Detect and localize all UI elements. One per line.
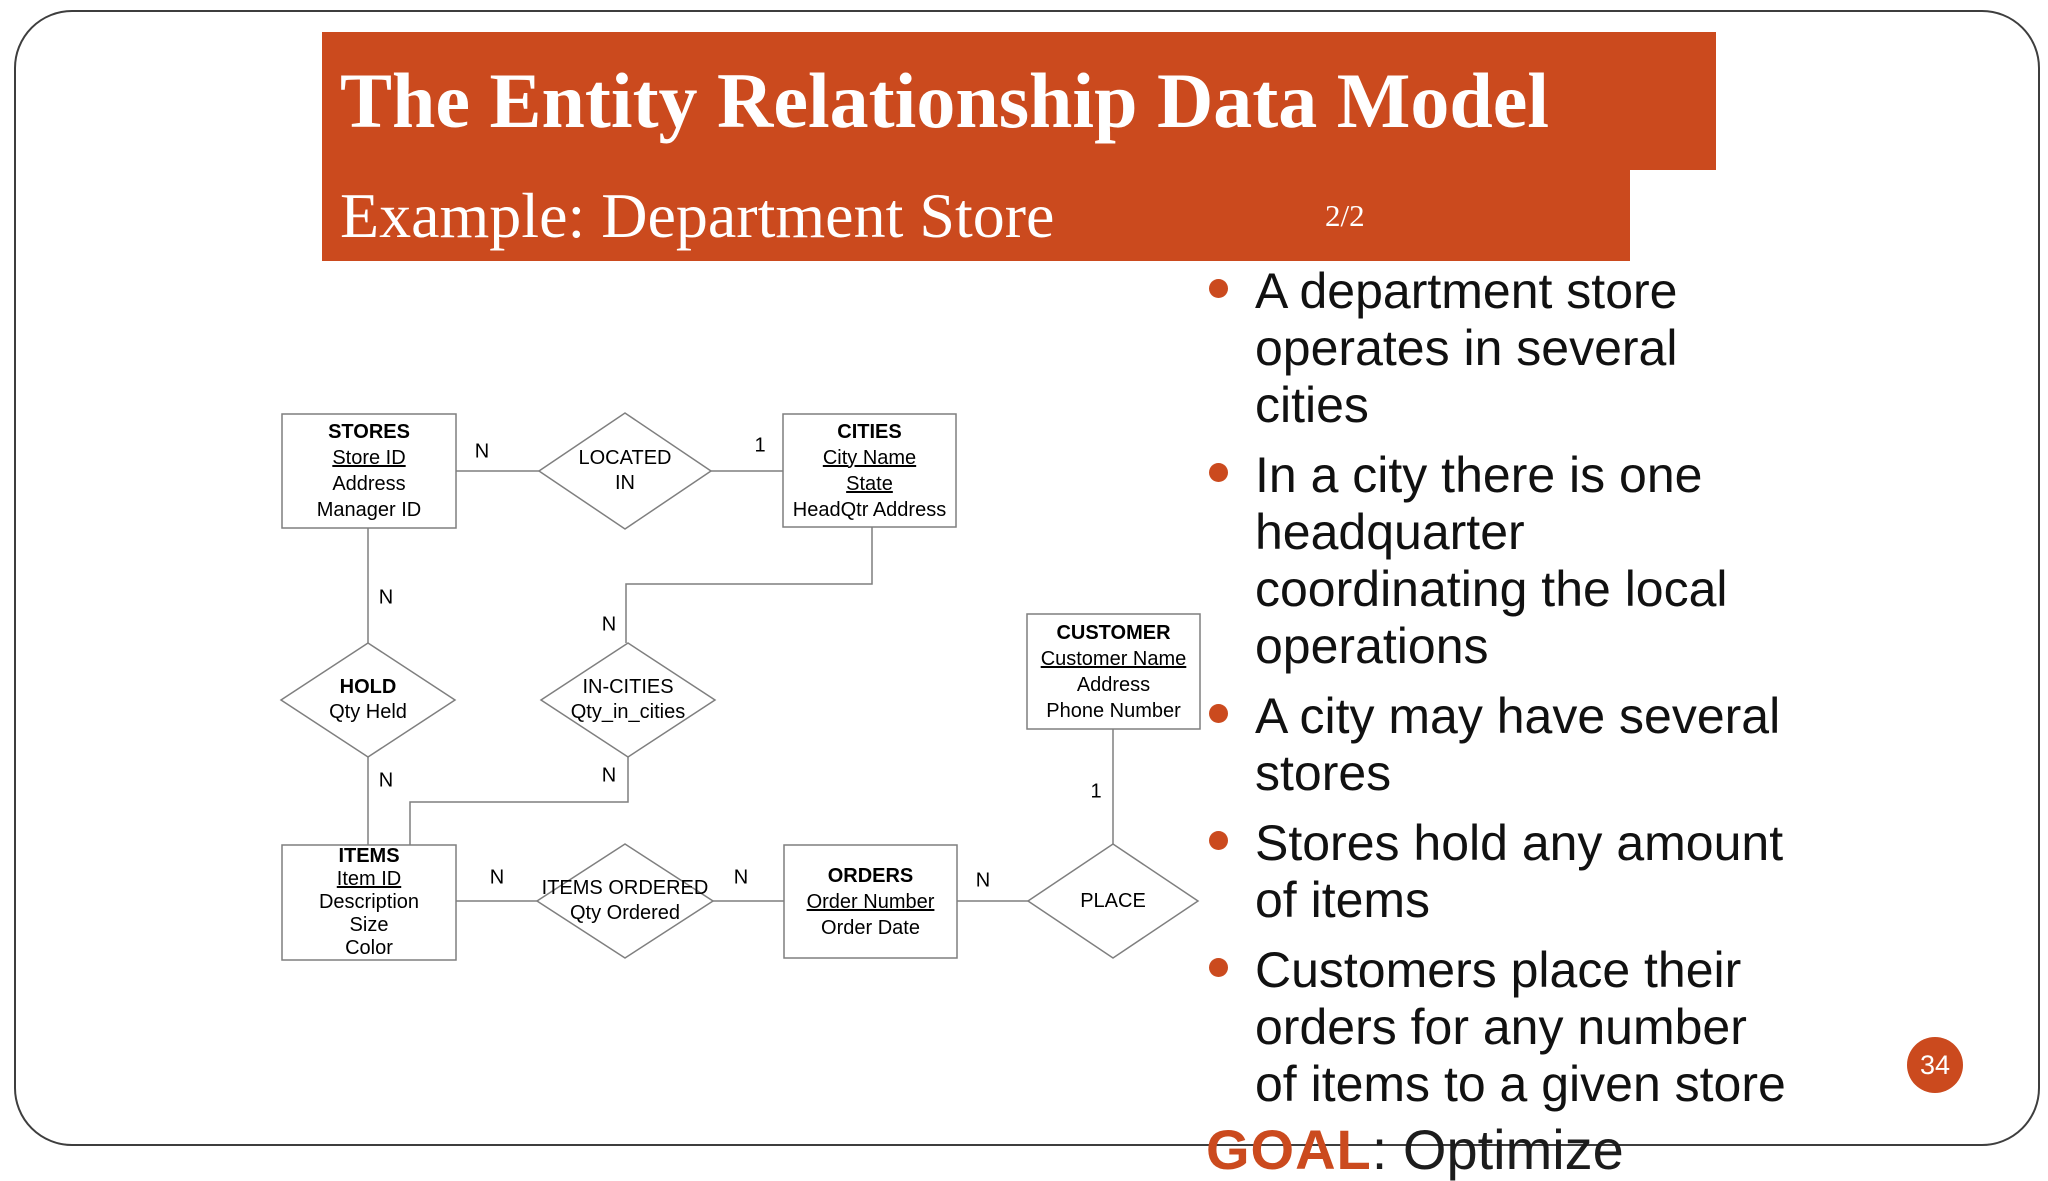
entity-box-customer [1026, 613, 1201, 730]
slide-subtitle: Example: Department Store [340, 179, 1055, 251]
cardinality-label: 1 [754, 434, 766, 457]
goal-label: GOAL [1206, 1118, 1372, 1181]
bullet-text: In a city there is one headquarter coord… [1255, 447, 1728, 674]
entity-title: ITEMS [338, 845, 400, 867]
entity-attribute: Phone Number [1046, 699, 1181, 722]
bullet-text: A department store operates in several c… [1255, 263, 1678, 433]
bullet-dot-icon [1209, 463, 1228, 482]
bullet-item: A city may have several stores [1209, 688, 1849, 802]
entity-attribute: State [846, 472, 893, 495]
relationship-located-in: LOCATED IN [525, 431, 725, 511]
entity-attribute: City Name [822, 446, 917, 469]
entity-attribute: Size [349, 914, 389, 936]
entity-attribute: Address [1076, 673, 1151, 696]
cardinality-label: N [975, 869, 991, 892]
relationship-diamond-located-in [537, 412, 713, 530]
relationship-hold: HOLD Qty Held [268, 660, 468, 740]
relationship-place: PLACE [1013, 861, 1213, 941]
connector-incities-items [409, 757, 629, 845]
relationship-name: IN [615, 472, 635, 494]
cardinality-label: N [489, 866, 505, 889]
entity-attribute: Description [318, 891, 420, 913]
relationship-name: HOLD [339, 676, 397, 698]
entity-orders: ORDERS Order Number Order Date [784, 845, 957, 958]
bullet-text: Stores hold any amount of items [1255, 815, 1784, 928]
entity-stores: STORES Store ID Address Manager ID [282, 414, 456, 528]
relationship-attribute: Qty_in_cities [570, 701, 686, 723]
entity-items: ITEMS Item ID Description Size Color [282, 845, 456, 960]
cardinality-label: N [378, 586, 394, 609]
bullet-dot-icon [1209, 831, 1228, 850]
entity-attribute: Order Date [821, 916, 920, 939]
bullet-item: In a city there is one headquarter coord… [1209, 447, 1849, 675]
entity-box-items [281, 844, 457, 961]
cardinality-label: N [474, 440, 490, 463]
entity-customer: CUSTOMER Customer Name Address Phone Num… [1027, 614, 1200, 729]
entity-title: CITIES [837, 420, 902, 443]
er-diagram [279, 412, 1201, 961]
cardinality-label: N [733, 866, 749, 889]
page-number-badge: 34 [1907, 1037, 1963, 1093]
entity-attribute: HeadQtr Address [792, 498, 947, 521]
goal-line: GOAL: Optimize [1206, 1120, 1624, 1180]
entity-attribute: Item ID [336, 868, 402, 890]
entity-attribute: Manager ID [316, 499, 422, 521]
entity-title: ORDERS [827, 864, 914, 887]
bullet-text: A city may have several stores [1255, 688, 1781, 801]
relationship-items-ordered: ITEMS ORDERED Qty Ordered [525, 861, 725, 941]
entity-attribute: Order Number [806, 890, 935, 913]
entity-cities: CITIES City Name State HeadQtr Address [783, 414, 956, 527]
entity-attribute: Customer Name [1040, 647, 1187, 670]
entity-title: CUSTOMER [1056, 621, 1171, 644]
slide-part-indicator: 2/2 [1325, 197, 1365, 233]
bullet-item: A department store operates in several c… [1209, 263, 1849, 434]
bullet-item: Stores hold any amount of items [1209, 815, 1849, 929]
bullet-list: A department store operates in several c… [1209, 263, 1849, 1126]
bullet-text: Customers place their orders for any num… [1255, 942, 1786, 1112]
bullet-dot-icon [1209, 279, 1228, 298]
relationship-attribute: Qty Held [329, 701, 407, 723]
bullet-dot-icon [1209, 958, 1228, 977]
relationship-diamond-items-ordered [535, 843, 715, 959]
cardinality-label: N [601, 764, 617, 787]
entity-attribute: Store ID [332, 447, 406, 469]
relationship-diamond-hold [279, 642, 457, 758]
entity-attribute: Color [345, 937, 393, 959]
slide-title: The Entity Relationship Data Model [340, 57, 1550, 144]
connector-cities-incities [625, 527, 873, 643]
bullet-item: Customers place their orders for any num… [1209, 942, 1849, 1113]
entity-box-cities [782, 413, 957, 528]
relationship-name: PLACE [1080, 889, 1146, 912]
relationship-diamond-place [1026, 843, 1200, 959]
relationship-diamond-in-cities [539, 642, 717, 758]
entity-attribute: Address [332, 473, 406, 495]
entity-box-orders [783, 844, 958, 959]
relationship-attribute: Qty Ordered [569, 902, 681, 924]
bullet-dot-icon [1209, 704, 1228, 723]
slide-border [14, 10, 2040, 1146]
subtitle-banner: Example: Department Store 2/2 [322, 170, 1630, 261]
cardinality-label: N [378, 769, 394, 792]
title-banner: The Entity Relationship Data Model [322, 32, 1716, 170]
entity-box-stores [281, 413, 457, 529]
entity-title: STORES [328, 421, 410, 443]
relationship-name: LOCATED [578, 447, 672, 469]
cardinality-label: N [601, 613, 617, 636]
goal-text: : Optimize [1371, 1118, 1624, 1181]
relationship-name: IN-CITIES [582, 676, 674, 698]
cardinality-label: 1 [1090, 780, 1102, 803]
relationship-in-cities: IN-CITIES Qty_in_cities [528, 660, 728, 740]
relationship-name: ITEMS ORDERED [541, 877, 709, 899]
